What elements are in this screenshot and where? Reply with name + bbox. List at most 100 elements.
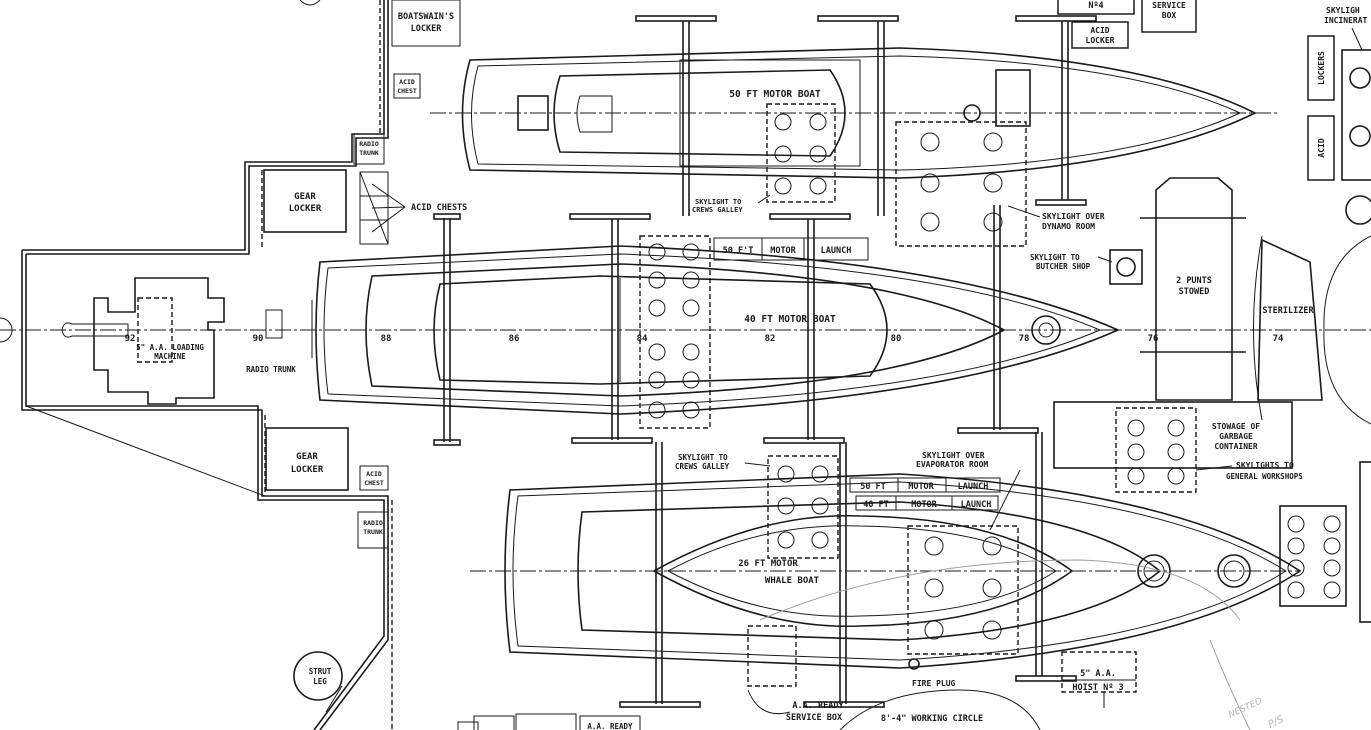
skylight-incinerator-label-2: INCINERAT: [1324, 16, 1368, 25]
garbage-label-1: STOWAGE OF: [1212, 422, 1260, 431]
launch-50-bottom-label-3: LAUNCH: [958, 482, 989, 492]
working-circle-label: 8'-4" WORKING CIRCLE: [881, 714, 983, 724]
radio-trunk-bottom-label-1: RADIO: [363, 519, 383, 527]
fire-plug-label: FIRE PLUG: [912, 679, 956, 688]
skylight-array-center: [639, 235, 711, 429]
service-box-top: SERVICE BOX: [1141, 0, 1197, 33]
launch-50-bottom-label-2: MOTOR: [908, 482, 934, 492]
lockers-column: LOCKERS ACID: [1307, 35, 1371, 225]
skylight-incinerator-label-1: SKYLIGH: [1326, 6, 1360, 15]
radio-trunk-bottom-label-2: TRUNK: [363, 528, 383, 536]
whale-boat-label-2: WHALE BOAT: [765, 576, 820, 586]
frame-84: 84: [637, 334, 648, 344]
aa-hoist-no3: 5" A.A. HOIST Nº 3: [1061, 651, 1137, 708]
service-box-top-label-1: SERVICE: [1152, 1, 1186, 10]
boatswains-locker-label-2: LOCKER: [411, 24, 443, 34]
motor-launch-40ft-bottom: 40 FT MOTOR LAUNCH: [577, 495, 1162, 641]
radio-trunk-top-label-2: TRUNK: [359, 149, 379, 157]
skylight-butcher-label-1: SKYLIGHT TO: [1030, 253, 1080, 262]
loading-machine-label-2: MACHINE: [154, 352, 186, 361]
frame-74: 74: [1273, 334, 1284, 344]
lower-davits: [619, 432, 1077, 708]
skylight-dynamo-label-2: DYNAMO ROOM: [1042, 222, 1095, 231]
skylight-evaporator-label-2: EVAPORATOR ROOM: [916, 460, 988, 469]
motor-launch-50ft-bottom: 50 FT MOTOR LAUNCH: [504, 473, 1302, 669]
whale-boat-label-1: 26 FT MOTOR: [738, 559, 798, 569]
gear-locker-bottom: GEAR LOCKER: [265, 427, 349, 491]
garbage-label-3: CONTAINER: [1214, 442, 1258, 451]
acid-locker: ACID LOCKER: [1071, 21, 1129, 49]
skylight-evaporator-label-1: SKYLIGHT OVER: [922, 451, 985, 460]
acid-chest-bottom: ACID CHEST: [359, 465, 389, 491]
aft-deckhouse: [21, 0, 393, 730]
skylight-dynamo-room: SKYLIGHT OVER DYNAMO ROOM: [895, 121, 1105, 247]
radio-trunk-mid: RADIO TRUNK: [246, 309, 296, 374]
pencil-note-2: P/S: [1267, 714, 1287, 730]
acid-locker-label-1: ACID: [1090, 26, 1109, 35]
edge-marker: [0, 317, 13, 343]
strut-leg: STRUT LEG: [293, 651, 343, 713]
frame-82: 82: [765, 334, 776, 344]
frame-76: 76: [1148, 334, 1159, 344]
boatswains-locker-label-1: BOATSWAIN'S: [398, 12, 454, 22]
skylight-crews-galley-bottom-label-2: CREWS GALLEY: [675, 462, 730, 471]
skylight-crews-galley-bottom: SKYLIGHT TO CREWS GALLEY: [675, 453, 839, 559]
launch-50-top-label-1: 50 F'T: [723, 246, 754, 256]
gear-locker-bottom-label-1: GEAR: [296, 452, 318, 462]
center-davits: [433, 205, 1039, 446]
loading-machine: 5" A.A. LOADING MACHINE: [61, 277, 225, 405]
top-davits: [569, 15, 1097, 220]
motor-boat-40ft: 40 FT MOTOR BOAT: [311, 245, 1120, 415]
skylight-incinerator: SKYLIGH INCINERAT: [1324, 6, 1368, 51]
motor-boat-40ft-label: 40 FT MOTOR BOAT: [744, 314, 836, 325]
punts-stowed: 2 PUNTS STOWED: [1140, 177, 1246, 401]
frame-92: 92: [125, 334, 136, 344]
garbage-container-stowage: STOWAGE OF GARBAGE CONTAINER SKYLIGHTS T…: [1053, 401, 1303, 493]
fire-plug: FIRE PLUG: [908, 658, 956, 688]
acid-chest-bottom-label-1: ACID: [366, 470, 382, 478]
garbage-label-2: GARBAGE: [1219, 432, 1253, 441]
skylights-workshops-label-2: GENERAL WORKSHOPS: [1226, 472, 1303, 481]
acid-vertical-label: ACID: [1317, 138, 1326, 157]
motor-launch-50ft-top: 50 F'T MOTOR LAUNCH: [713, 237, 869, 261]
aa-ready-label-2: SERVICE BOX: [786, 713, 842, 723]
launch-40-bottom-label-1: 40 FT: [863, 500, 889, 510]
aa-hoist-label-1: 5" A.A.: [1080, 669, 1116, 679]
acid-locker-label-2: LOCKER: [1086, 36, 1115, 45]
launch-40-bottom-label-2: MOTOR: [911, 500, 937, 510]
acid-chest-top-label-2: CHEST: [397, 87, 417, 95]
skylights-workshops-label-1: SKYLIGHTS TO: [1236, 461, 1294, 470]
loading-machine-label-1: 5" A.A. LOADING: [136, 343, 204, 352]
aa-ready-bottom-label: A.A. READY: [587, 722, 633, 730]
skylight-butcher-label-2: BUTCHER SHOP: [1036, 262, 1091, 271]
gear-locker-bottom-label-2: LOCKER: [291, 465, 324, 475]
sterilizer-label: STERILIZER: [1262, 306, 1314, 316]
skylights-general-workshops: [1279, 461, 1371, 623]
aa-ready-service-box: A.A. READY SERVICE BOX: [747, 625, 844, 723]
gear-locker-top-label-1: GEAR: [294, 192, 316, 202]
radio-trunk-bottom: RADIO TRUNK: [357, 511, 389, 549]
station-no4: Nº4: [1057, 0, 1135, 15]
pencil-note: NESTED: [1227, 696, 1264, 720]
launch-50-bottom-label-1: 50 FT: [860, 482, 886, 492]
acid-chests-label: ACID CHESTS: [411, 203, 467, 213]
motor-boat-50ft-label: 50 FT MOTOR BOAT: [729, 89, 821, 100]
strut-leg-label-2: LEG: [313, 677, 327, 686]
acid-chest-top: ACID CHEST: [393, 73, 421, 99]
acid-chests: ACID CHESTS: [359, 171, 467, 245]
strut-leg-label-1: STRUT: [309, 667, 332, 676]
aa-ready-label-1: A.A. READY: [792, 701, 844, 711]
frame-86: 86: [509, 334, 520, 344]
lockers-label: LOCKERS: [1317, 51, 1326, 85]
frame-numbers: 92 90 88 86 84 82 80 78 76 74: [125, 334, 1284, 344]
skylight-crews-galley-bottom-label-1: SKYLIGHT TO: [678, 453, 728, 462]
boatswains-locker: BOATSWAIN'S LOCKER: [391, 0, 461, 47]
launch-50-top-label-3: LAUNCH: [821, 246, 852, 256]
aa-hoist-label-2: HOIST Nº 3: [1072, 683, 1123, 693]
frame-80: 80: [891, 334, 902, 344]
gear-locker-top: GEAR LOCKER: [263, 169, 347, 233]
acid-chest-top-label-1: ACID: [399, 78, 415, 86]
launch-40-bottom-label-3: LAUNCH: [961, 500, 992, 510]
sterilizer: STERILIZER: [1253, 235, 1371, 425]
